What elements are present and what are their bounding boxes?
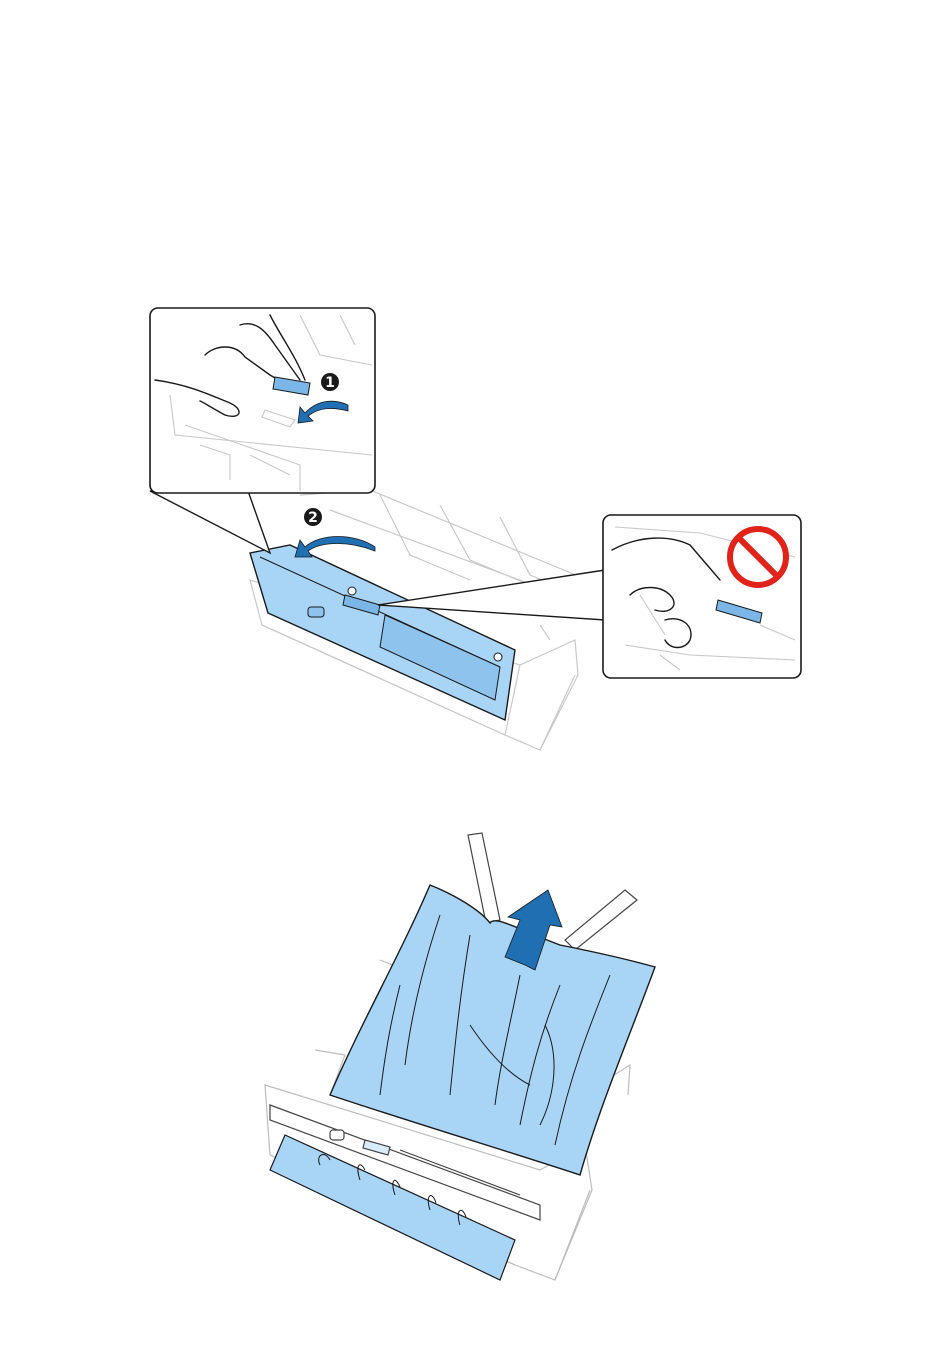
step-one-label: 1 <box>325 375 335 391</box>
scanner-cover <box>250 545 515 720</box>
lever-callout: 1 <box>150 308 375 553</box>
step-two-label: 2 <box>308 510 318 526</box>
open-cover-illustration: 2 1 <box>0 295 950 765</box>
remove-paper-drawing <box>0 825 950 1295</box>
jammed-paper-top <box>330 885 655 1175</box>
remove-paper-illustration <box>0 825 950 1295</box>
open-cover-drawing: 2 1 <box>0 295 950 765</box>
prohibited-icon <box>730 529 786 585</box>
open-cover-arrow-icon <box>295 537 375 558</box>
